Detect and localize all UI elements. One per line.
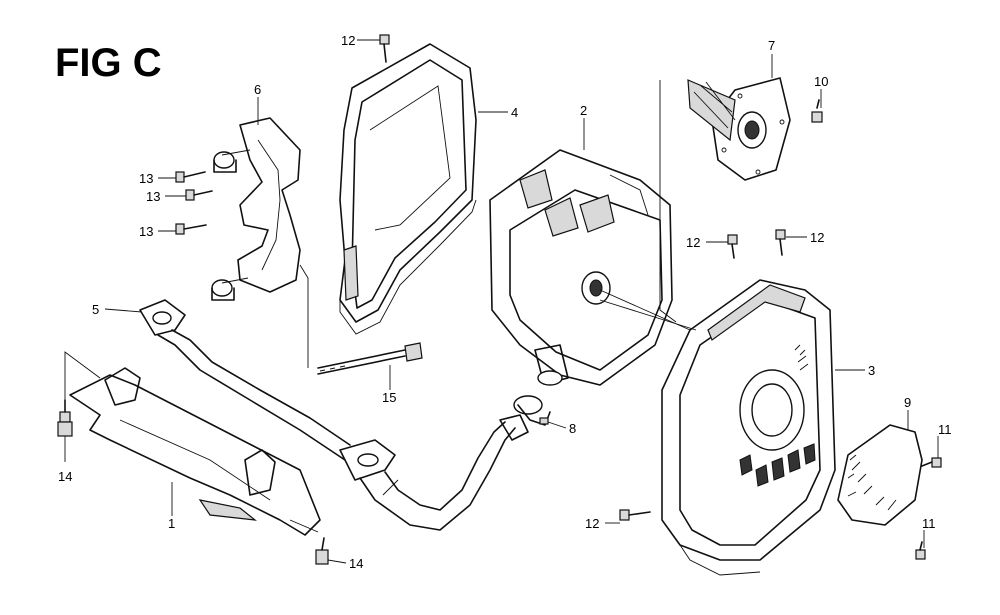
callout-11-upper: 11 bbox=[938, 422, 952, 437]
bolt-14-bottom bbox=[315, 537, 329, 565]
callout-6: 6 bbox=[254, 82, 261, 97]
part-5-exhaust-pipe bbox=[139, 299, 529, 531]
part-7-arrester-plate bbox=[687, 77, 791, 181]
callout-1: 1 bbox=[168, 516, 175, 531]
callout-numbers: 12 13 13 13 6 4 2 7 10 12 12 3 9 11 11 1… bbox=[58, 33, 952, 571]
callout-9: 9 bbox=[904, 395, 911, 410]
part-15-long-bolt bbox=[317, 342, 423, 375]
callout-4: 4 bbox=[511, 105, 518, 120]
leader-lines bbox=[64, 39, 939, 564]
bolt-12-top bbox=[379, 34, 390, 63]
bolt-13-lower bbox=[175, 223, 207, 235]
callout-7: 7 bbox=[768, 38, 775, 53]
bolt-12-right-upper bbox=[775, 229, 786, 256]
part-9-end-cap bbox=[837, 424, 923, 526]
callout-3: 3 bbox=[868, 363, 875, 378]
bolt-13-middle bbox=[185, 189, 213, 201]
callout-5: 5 bbox=[92, 302, 99, 317]
part-1-mount-bracket bbox=[69, 367, 321, 536]
callout-13-lower: 13 bbox=[139, 224, 153, 239]
callout-13-middle: 13 bbox=[146, 189, 160, 204]
figure-title: FIG C bbox=[55, 41, 162, 85]
callout-14-left: 14 bbox=[58, 469, 72, 484]
part-8-clamp bbox=[513, 395, 551, 426]
bolt-10 bbox=[811, 99, 823, 123]
callout-14-bottom: 14 bbox=[349, 556, 363, 571]
callout-8: 8 bbox=[569, 421, 576, 436]
bolt-13-upper bbox=[175, 171, 206, 183]
screw-11-upper bbox=[921, 457, 942, 468]
part-2-muffler bbox=[489, 149, 673, 386]
callout-12-right-lower: 12 bbox=[686, 235, 700, 250]
screw-11-lower bbox=[915, 541, 926, 560]
part-6-bracket bbox=[211, 117, 301, 301]
callout-11-lower: 11 bbox=[922, 516, 936, 531]
callout-12-top: 12 bbox=[341, 33, 355, 48]
callout-15: 15 bbox=[382, 390, 396, 405]
bolt-12-right-lower bbox=[727, 234, 738, 259]
bolt-14-left bbox=[57, 399, 73, 437]
callout-2: 2 bbox=[580, 103, 587, 118]
callout-13-upper: 13 bbox=[139, 171, 153, 186]
part-4-heat-shield bbox=[339, 43, 477, 335]
callout-12-bottom: 12 bbox=[585, 516, 599, 531]
part-3-muffler-cover bbox=[661, 279, 836, 576]
callout-12-right-upper: 12 bbox=[810, 230, 824, 245]
callout-10: 10 bbox=[814, 74, 828, 89]
bolt-12-bottom bbox=[619, 509, 651, 521]
